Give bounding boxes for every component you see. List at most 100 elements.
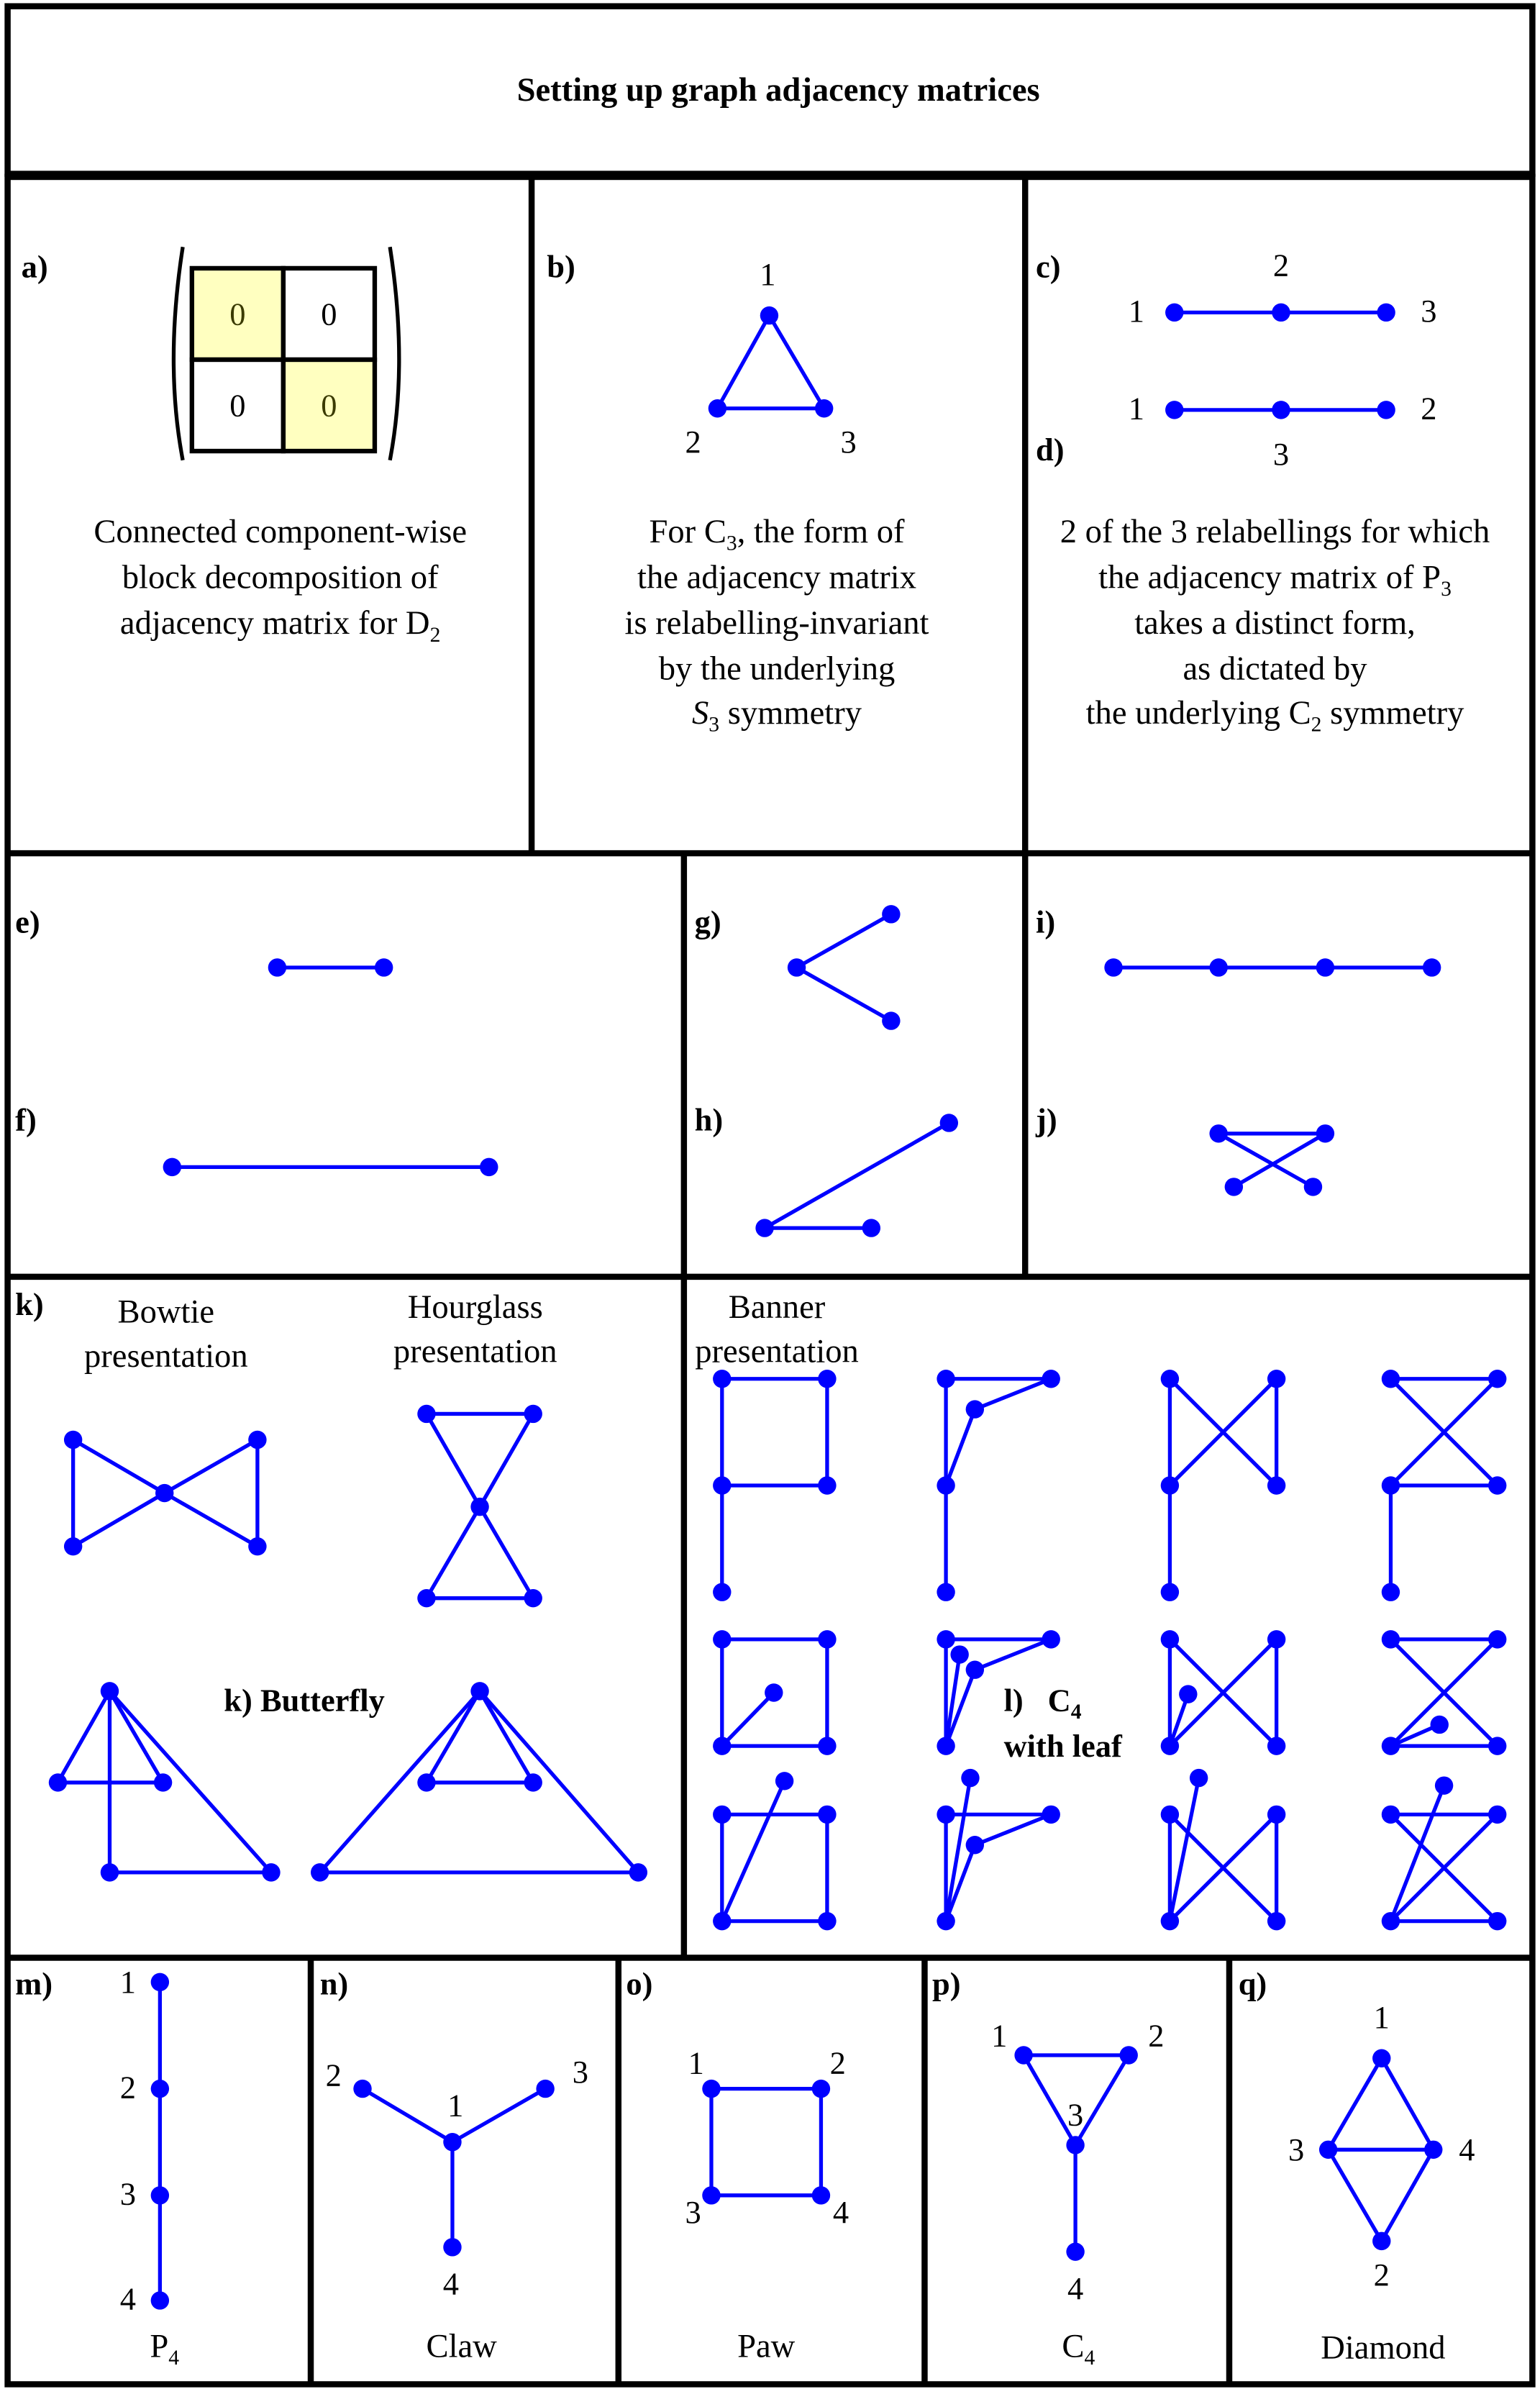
graph-vertex [100, 1863, 119, 1882]
caption-text: adjacency matrix for D [120, 604, 430, 642]
graph-vertex [818, 1630, 837, 1649]
graph-vertex [1160, 1737, 1180, 1755]
graph-vertex [1165, 401, 1184, 419]
node-label: 3 [1288, 2131, 1304, 2167]
graph-vertex [524, 1773, 542, 1792]
graph-vertex [470, 1682, 489, 1701]
matrix-cell [189, 357, 286, 454]
graph-e [268, 958, 393, 977]
graph-vertex [713, 1476, 732, 1495]
graph-j [1209, 1124, 1335, 1196]
graph-vertex [765, 1683, 783, 1702]
graph-vertex [63, 1537, 83, 1556]
graph-edge [163, 1491, 259, 1548]
node-label: 3 [1273, 436, 1289, 472]
graph-vertex [787, 958, 806, 977]
graph-paw [702, 2079, 831, 2205]
panel-label-d: d) [1036, 432, 1065, 468]
graph-vertex [939, 1114, 959, 1132]
node-label: 2 [1273, 247, 1289, 283]
graph-vertex [713, 1583, 732, 1601]
graph-edge [944, 1844, 977, 1922]
graph-vertex [524, 1588, 542, 1608]
caption-line: S3 symmetry [692, 694, 862, 737]
node-label: 4 [443, 2265, 459, 2301]
bowtie-label: presentation [84, 1337, 248, 1375]
graph-vertex [702, 2079, 721, 2098]
graph-edge [763, 1121, 950, 1230]
caption-line: takes a distinct form, [1134, 604, 1416, 642]
graph-edge [72, 1491, 166, 1548]
graph-vertex [417, 1773, 436, 1792]
left-paren [171, 246, 185, 461]
graph-edge [1168, 1813, 1278, 1923]
panel-label-g: g) [695, 904, 721, 939]
node-label: 1 [120, 1964, 136, 2000]
title-text: C [1048, 1682, 1071, 1718]
graph-vertex [937, 1370, 955, 1388]
panel-label-i: i) [1036, 904, 1055, 939]
graph-edge [1073, 2054, 1131, 2147]
graph-vertex [1267, 1805, 1286, 1824]
graph-vertex [524, 1404, 542, 1424]
graph-edge [720, 1780, 787, 1922]
node-label: 2 [685, 424, 701, 460]
graph-edge [478, 1413, 535, 1508]
graph-vertex [163, 1157, 182, 1177]
caption-line: Connected component-wise [94, 513, 467, 550]
graph-vertex [713, 1911, 732, 1931]
graph-vertex [708, 399, 727, 418]
graph-name: C4 [1062, 2327, 1095, 2370]
node-label: 2 [830, 2044, 846, 2080]
graph-vertex [1160, 1630, 1180, 1649]
graph-hourglass [417, 1404, 542, 1608]
graph-vertex [1434, 1776, 1454, 1795]
graph-vertex [1042, 1805, 1060, 1824]
graph-vertex [818, 1911, 837, 1931]
subscript: 2 [1311, 714, 1322, 737]
graph-vertex [100, 1682, 119, 1701]
matrix-value: 0 [229, 296, 245, 332]
panel-label-e: e) [15, 904, 40, 939]
graph-c4-with-leaf [1160, 1768, 1286, 1931]
subscript: 4 [168, 2347, 179, 2370]
graph-butterfly-2 [311, 1682, 648, 1882]
graph-vertex [1267, 1370, 1286, 1388]
graph-vertex [443, 2238, 462, 2257]
graph-vertex [713, 1805, 732, 1824]
graph-vertex [629, 1863, 648, 1882]
matrix-cell [281, 265, 378, 363]
graph-edge [56, 1690, 111, 1784]
node-label: 2 [1374, 2257, 1390, 2293]
graph-vertex [818, 1805, 837, 1824]
node-label: 4 [1067, 2270, 1083, 2306]
subscript: 4 [1071, 1701, 1082, 1724]
graph-edge [1021, 2054, 1077, 2147]
graph-vertex [702, 2186, 721, 2205]
right-paren [388, 246, 401, 461]
caption-text: the adjacency matrix of P [1098, 559, 1441, 596]
graph-edge [1168, 1637, 1278, 1747]
graph-vertex [1316, 958, 1335, 977]
graph-vertex [150, 2186, 170, 2205]
graph-name: P4 [150, 2327, 179, 2370]
subscript: 4 [1084, 2347, 1095, 2370]
graph-vertex [1381, 1911, 1400, 1931]
matrix-cell-block [281, 357, 378, 454]
graph-vertex [1487, 1737, 1507, 1755]
graph-vertex [1042, 1370, 1060, 1388]
graph-vertex [1179, 1685, 1198, 1703]
graph-edge [108, 1690, 165, 1784]
panel-frames [4, 3, 1536, 2388]
banner-label: presentation [695, 1332, 859, 1370]
graph-vertex [818, 1476, 837, 1495]
graph-vertex [262, 1863, 281, 1882]
graph-vertex [353, 2079, 372, 2098]
graph-vertex [1487, 1476, 1507, 1495]
graph-vertex [1104, 958, 1123, 977]
subscript: 2 [430, 624, 441, 647]
node-label: 1 [760, 256, 775, 292]
node-label: 4 [833, 2194, 849, 2230]
graph-vertex [311, 1863, 329, 1882]
